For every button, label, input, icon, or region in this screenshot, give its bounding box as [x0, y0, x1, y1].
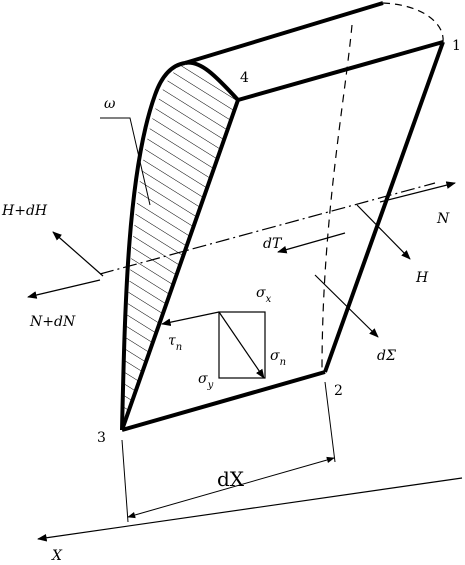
edge-3-4: [120, 99, 240, 431]
label-N-plus-dN: N+dN: [29, 314, 76, 330]
outer-curve-edge: [120, 61, 186, 431]
label-H: H: [415, 270, 429, 286]
arrow-N-plus-dN: [27, 279, 101, 299]
label-N: N: [436, 211, 450, 227]
label-sigma-y: σy: [198, 371, 214, 391]
edge-3-2: [121, 370, 326, 432]
hidden-back-curve: [321, 24, 353, 371]
label-tau-n: τn: [168, 333, 182, 353]
arrow-dSigma: [314, 274, 379, 338]
arrow-dT: [277, 232, 346, 254]
point-label-3: 3: [97, 430, 106, 446]
arrow-H-plus-dH: [52, 231, 104, 277]
label-omega: ω: [104, 96, 116, 112]
label-sigma-n: σn: [270, 348, 286, 368]
edge-4-1: [237, 40, 444, 102]
label-X-axis: X: [51, 548, 63, 564]
x-axis: [37, 477, 463, 542]
label-H-plus-dH: H+dH: [1, 203, 48, 219]
point-label-1: 1: [452, 38, 461, 54]
centerline: [99, 182, 436, 275]
edge-1-2: [323, 41, 445, 373]
dimension-dX: [121, 381, 336, 523]
label-dT: dT: [263, 236, 283, 252]
arrow-H: [356, 204, 411, 260]
point-label-4: 4: [240, 70, 249, 86]
top-edge: [184, 1, 384, 65]
label-dSigma: dΣ: [377, 348, 396, 364]
hidden-back-edge: [382, 2, 444, 43]
omega-leader: [100, 117, 151, 206]
cross-section-hatched-area: [122, 62, 238, 430]
element-outline: [120, 1, 445, 432]
stress-diagram: [161, 311, 266, 379]
label-dX: dX: [217, 467, 245, 491]
arrow-N: [379, 181, 456, 203]
label-sigma-x: σx: [256, 285, 272, 305]
point-label-2: 2: [334, 383, 343, 399]
